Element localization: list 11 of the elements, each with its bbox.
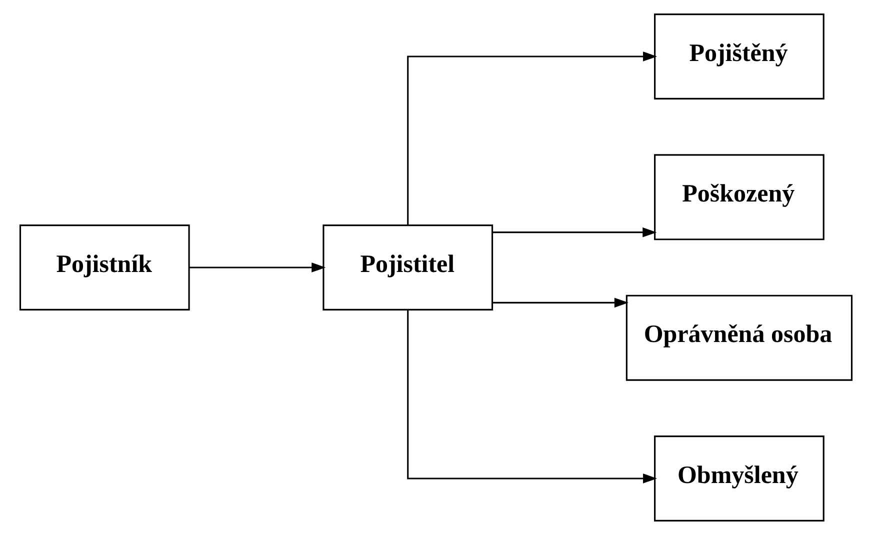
arrow — [492, 298, 628, 308]
node-box: Pojištěný — [654, 14, 824, 100]
node-box: Pojistník — [18, 224, 190, 310]
node-box: Obmyšlený — [654, 436, 824, 522]
arrow — [188, 262, 326, 272]
arrow — [406, 310, 657, 484]
node-box: Poškozený — [654, 154, 824, 240]
node-box: Pojistitel — [322, 224, 493, 310]
arrow — [492, 227, 656, 238]
node-box: Oprávněná osoba — [625, 294, 852, 381]
arrow — [406, 52, 657, 225]
